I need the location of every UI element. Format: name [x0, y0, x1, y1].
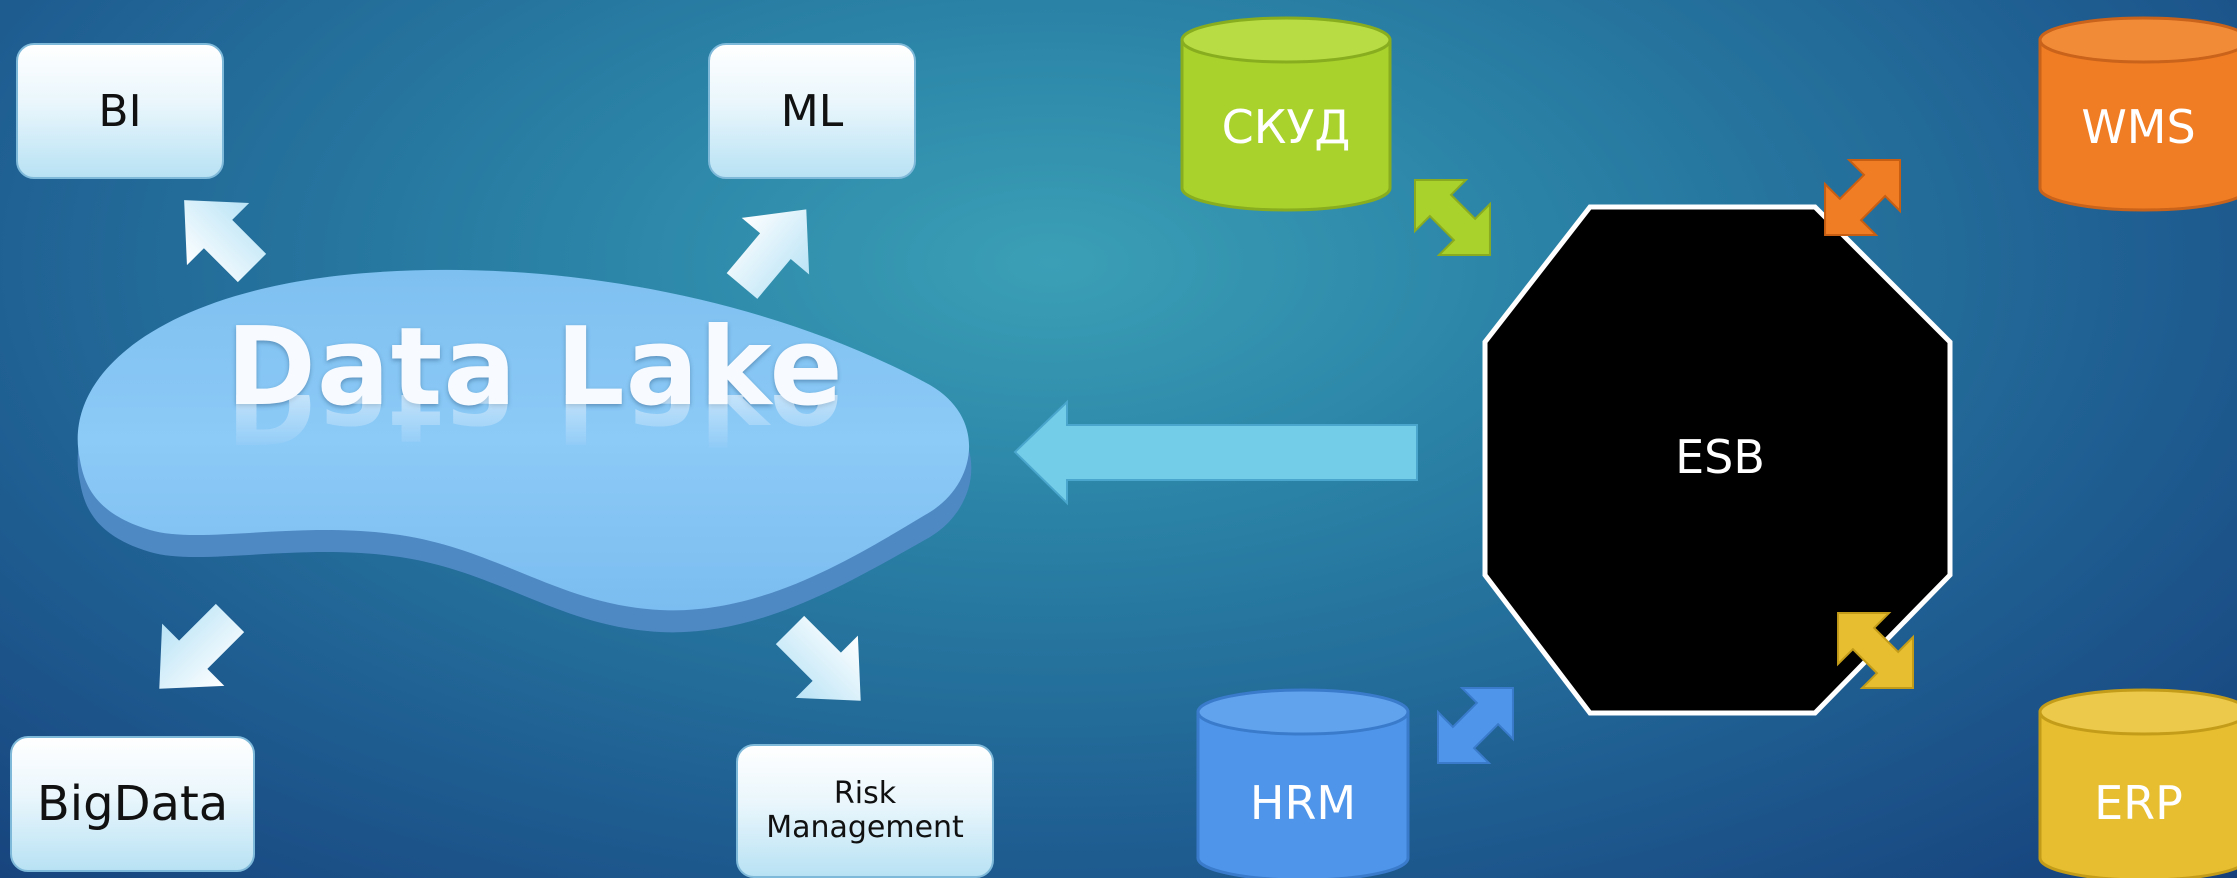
- skud-label: СКУД: [1221, 100, 1351, 154]
- arrow-to-bigdata: [159, 603, 245, 689]
- arrow-to-ml: [726, 209, 810, 299]
- esb-label: ESB: [1675, 430, 1765, 484]
- bigdata-box: BigData: [10, 736, 255, 872]
- hrm-database-icon: [1196, 688, 1410, 878]
- ml-box: ML: [708, 43, 916, 179]
- risk-label-line1: Risk: [833, 776, 897, 811]
- bigdata-label: BigData: [36, 776, 229, 832]
- erp-database-icon: [2038, 688, 2237, 878]
- arrow-hrm-esb: [1437, 687, 1514, 764]
- arrow-erp-esb: [1837, 612, 1914, 689]
- arrow-to-risk: [775, 615, 861, 701]
- arrow-skud-esb: [1414, 179, 1491, 256]
- arrow-wms-esb: [1824, 159, 1901, 236]
- arrow-to-bi: [184, 200, 267, 283]
- bi-label: BI: [98, 85, 142, 137]
- data-lake-shape: [77, 269, 970, 611]
- data-lake-title: Data Lake: [226, 305, 844, 430]
- wms-database-icon: [2038, 16, 2237, 212]
- data-lake-title-reflection: Data Lake: [226, 395, 844, 465]
- ml-label: ML: [780, 85, 844, 137]
- wms-label: WMS: [2081, 100, 2196, 154]
- risk-management-box: Risk Management: [736, 744, 994, 878]
- hrm-label: HRM: [1249, 776, 1357, 830]
- bi-box: BI: [16, 43, 224, 179]
- esb-octagon: [1482, 204, 1953, 716]
- risk-label-line2: Management: [766, 810, 964, 845]
- erp-label: ERP: [2094, 776, 2183, 830]
- skud-database-icon: [1180, 16, 1392, 212]
- esb-to-lake-arrow: [1013, 399, 1418, 506]
